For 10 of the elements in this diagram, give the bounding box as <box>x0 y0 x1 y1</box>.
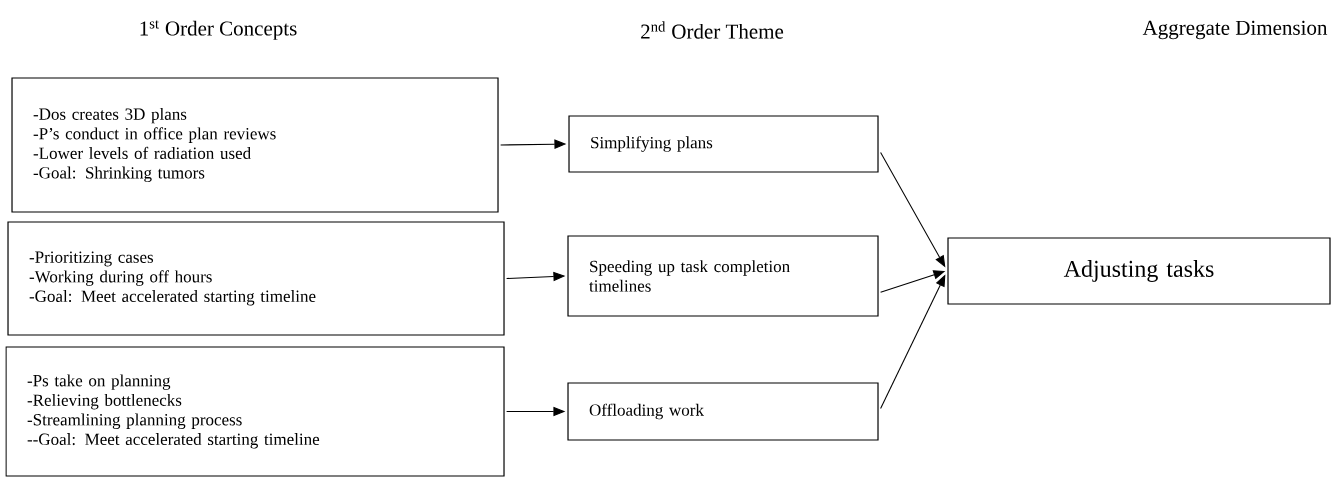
column-heading: 2$^{nd}$ Order Theme <box>641 21 784 39</box>
text-box: Adjusting tasks <box>947 237 1331 305</box>
text-box: Offloading work <box>567 382 879 441</box>
column-heading: 1$^{st}$ Order Concepts <box>140 20 297 40</box>
text-box: Simplifying plans <box>568 115 879 173</box>
column-heading: Aggregate Dimension <box>1142 20 1328 40</box>
text-box: Speeding up task completion timelines <box>567 235 879 317</box>
text-box: -Dos creates 3D plans -P’s conduct in office plan reviews -Lower levels of radiation used -Goal: Shrinking tumors <box>11 77 499 213</box>
text-box: -Ps take on planning -Relieving bottlenecks -Streamlining planning process --Goal: Meet accelerated starting timeline <box>5 346 505 477</box>
text-box: -Prioritizing cases -Working during off hours -Goal: Meet accelerated starting timeline <box>7 221 505 336</box>
